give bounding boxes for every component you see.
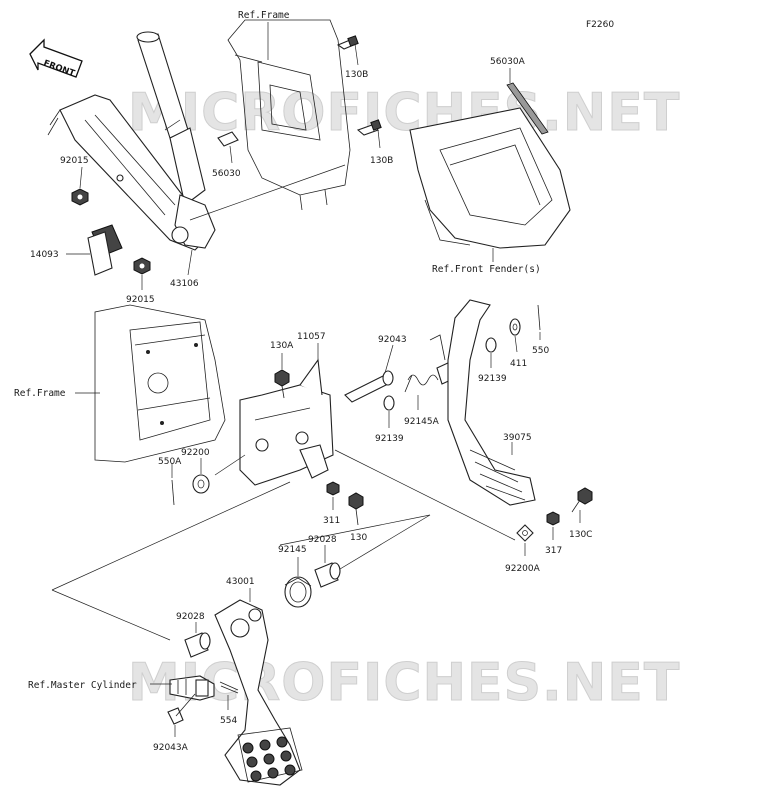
pin-92043a bbox=[167, 693, 196, 725]
bolt-130c bbox=[571, 487, 593, 513]
bolt-130b-a bbox=[336, 35, 359, 50]
frame-left-outline bbox=[94, 304, 226, 463]
label-43106: 43106 bbox=[170, 279, 199, 289]
label-56030: 56030 bbox=[212, 169, 241, 179]
label-56030a: 56030A bbox=[490, 57, 526, 67]
label-43001: 43001 bbox=[226, 577, 255, 587]
label-92139-a: 92139 bbox=[375, 434, 404, 444]
assembly-guide-lines bbox=[51, 449, 516, 641]
parking-lever-assembly bbox=[47, 31, 216, 251]
label-92043: 92043 bbox=[378, 335, 407, 345]
label-92015-b: 92015 bbox=[126, 295, 155, 305]
label-39075: 39075 bbox=[503, 433, 532, 443]
pin-92043 bbox=[344, 370, 394, 403]
label-11057: 11057 bbox=[297, 332, 326, 342]
label-92028-a: 92028 bbox=[308, 535, 337, 545]
label-130: 130 bbox=[350, 533, 367, 543]
washer-411 bbox=[509, 318, 521, 336]
nut-311 bbox=[326, 481, 340, 496]
label-92139-b: 92139 bbox=[478, 374, 507, 384]
nut-317 bbox=[546, 511, 560, 526]
washer-92139-b bbox=[485, 337, 497, 353]
cotter-pin-550 bbox=[537, 304, 541, 331]
label-130c: 130C bbox=[569, 530, 592, 540]
spring-92145a bbox=[404, 374, 439, 393]
front-arrow-icon: FRONT bbox=[29, 38, 83, 79]
label-411: 411 bbox=[510, 359, 527, 369]
bolt-130a bbox=[274, 369, 290, 399]
label-130a: 130A bbox=[270, 341, 294, 351]
label-554: 554 bbox=[220, 716, 237, 726]
label-92200a: 92200A bbox=[505, 564, 541, 574]
label-130b-a: 130B bbox=[345, 70, 368, 80]
spring-92145 bbox=[284, 576, 312, 608]
label-550a: 550A bbox=[158, 457, 182, 467]
bolt-130 bbox=[348, 492, 364, 526]
ref-frame-left-label: Ref.Frame bbox=[14, 388, 66, 399]
label-92015-a: 92015 bbox=[60, 156, 89, 166]
nut-92015-a bbox=[71, 188, 89, 206]
washer-92139-a bbox=[383, 395, 395, 411]
bushing-92028-a bbox=[314, 562, 341, 588]
cotter-pin-550a bbox=[171, 479, 175, 506]
clip-56030 bbox=[217, 131, 239, 147]
label-130b-b: 130B bbox=[370, 156, 393, 166]
label-sticker-56030a bbox=[506, 82, 549, 135]
label-92145a: 92145A bbox=[404, 417, 440, 427]
label-14093: 14093 bbox=[30, 250, 59, 260]
frame-top-outline bbox=[227, 19, 351, 211]
watermark-top: MICROFICHES.NET bbox=[128, 83, 680, 143]
master-cylinder-linkage bbox=[169, 675, 215, 701]
bushing-92028-b bbox=[184, 632, 211, 658]
watermark-bottom: MICROFICHES.NET bbox=[128, 653, 680, 713]
pedal-bracket-11057 bbox=[239, 358, 334, 486]
label-92028-b: 92028 bbox=[176, 612, 205, 622]
label-311: 311 bbox=[323, 516, 340, 526]
front-fender bbox=[409, 107, 571, 249]
ref-master-cylinder-label: Ref.Master Cylinder bbox=[28, 680, 137, 691]
label-317: 317 bbox=[545, 546, 562, 556]
switch-14093 bbox=[87, 224, 123, 276]
brake-pad-grip bbox=[242, 736, 296, 782]
ref-front-fender-label: Ref.Front Fender(s) bbox=[432, 264, 541, 275]
ref-frame-top-label: Ref.Frame bbox=[238, 10, 290, 21]
label-550: 550 bbox=[532, 346, 549, 356]
nut-92015-b bbox=[133, 257, 151, 275]
label-92200: 92200 bbox=[181, 448, 210, 458]
label-92043a: 92043A bbox=[153, 743, 189, 753]
label-92145: 92145 bbox=[278, 545, 307, 555]
cotter-pin-554 bbox=[219, 681, 239, 694]
washer-92200a bbox=[516, 524, 534, 542]
diagram-code: F2260 bbox=[586, 20, 614, 30]
washer-92200 bbox=[192, 474, 210, 494]
accelerator-pedal-39075 bbox=[429, 299, 536, 506]
